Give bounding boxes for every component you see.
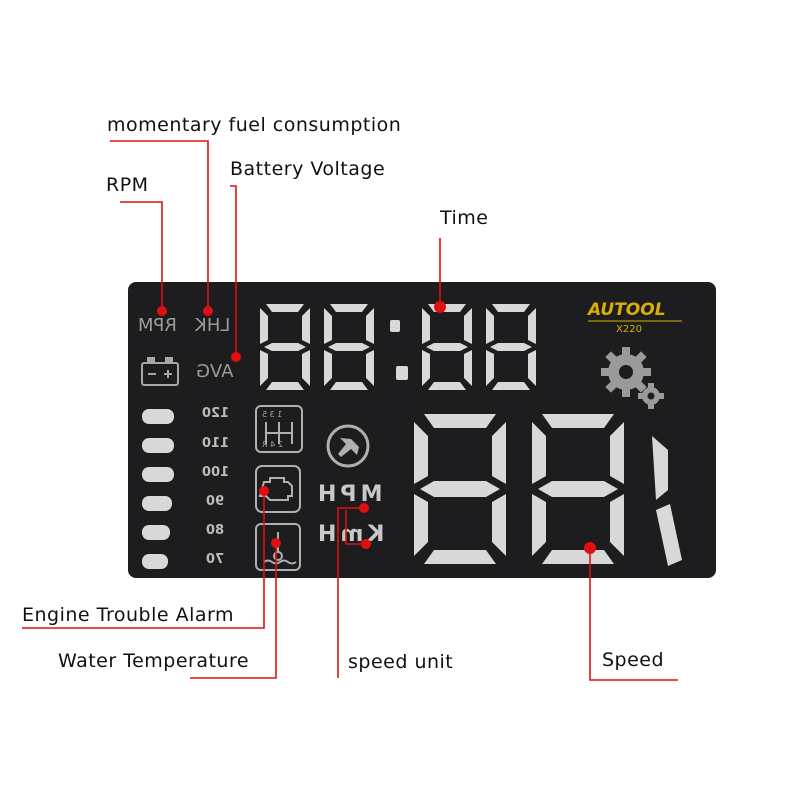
label-momentary-fuel: momentary fuel consumption (107, 114, 402, 136)
callout-dot-speed (584, 542, 596, 554)
callout-line-rpm (120, 201, 163, 310)
settings-gears-icon (601, 347, 664, 409)
time-colon-top (390, 320, 400, 332)
callout-line-engine (22, 492, 265, 629)
water-temp-icon (255, 523, 301, 571)
temp-bar-segments (142, 409, 174, 569)
model-label: X220 (616, 324, 642, 335)
brand-logo: AUTOOL (588, 300, 666, 320)
time-dot (396, 366, 408, 380)
callout-dot-water (271, 538, 281, 548)
callout-dot-fuel (203, 306, 213, 316)
temp-bar-3 (142, 467, 174, 482)
gear-shift-icon (255, 405, 303, 453)
temp-bar-1 (142, 409, 174, 424)
speed-digit-hundreds-bottom (656, 504, 682, 566)
speed-digits (414, 414, 682, 566)
wrench-icon (326, 424, 370, 468)
label-engine-trouble: Engine Trouble Alarm (22, 604, 235, 626)
label-rpm: RPM (106, 174, 149, 196)
callout-line-speed-unit-kmh (345, 510, 366, 545)
callout-line-speed-unit-mph (337, 507, 364, 678)
label-speed-unit: speed unit (348, 651, 454, 673)
temp-bar-4 (142, 496, 172, 511)
speed-digit-hundreds-top (652, 436, 668, 500)
callout-dot-rpm (157, 306, 167, 316)
temp-bar-2 (142, 438, 174, 453)
callout-line-fuel (110, 140, 209, 310)
callout-dot-kmh (361, 539, 371, 549)
callout-line-battery (230, 185, 237, 356)
label-water-temperature: Water Temperature (58, 650, 250, 672)
time-digits (260, 304, 536, 390)
battery-icon (141, 357, 179, 386)
callout-line-water (190, 544, 277, 679)
callout-dot-mph (359, 503, 369, 513)
label-speed: Speed (602, 649, 665, 671)
callout-line-speed (589, 548, 678, 681)
callout-dot-battery (231, 352, 241, 362)
callout-dot-engine (259, 486, 269, 496)
engine-icon (255, 465, 301, 513)
temp-bar-6 (142, 554, 168, 569)
temp-bar-5 (142, 525, 170, 540)
callout-dot-time (434, 301, 446, 313)
label-battery-voltage: Battery Voltage (230, 158, 386, 180)
label-time: Time (440, 207, 489, 229)
